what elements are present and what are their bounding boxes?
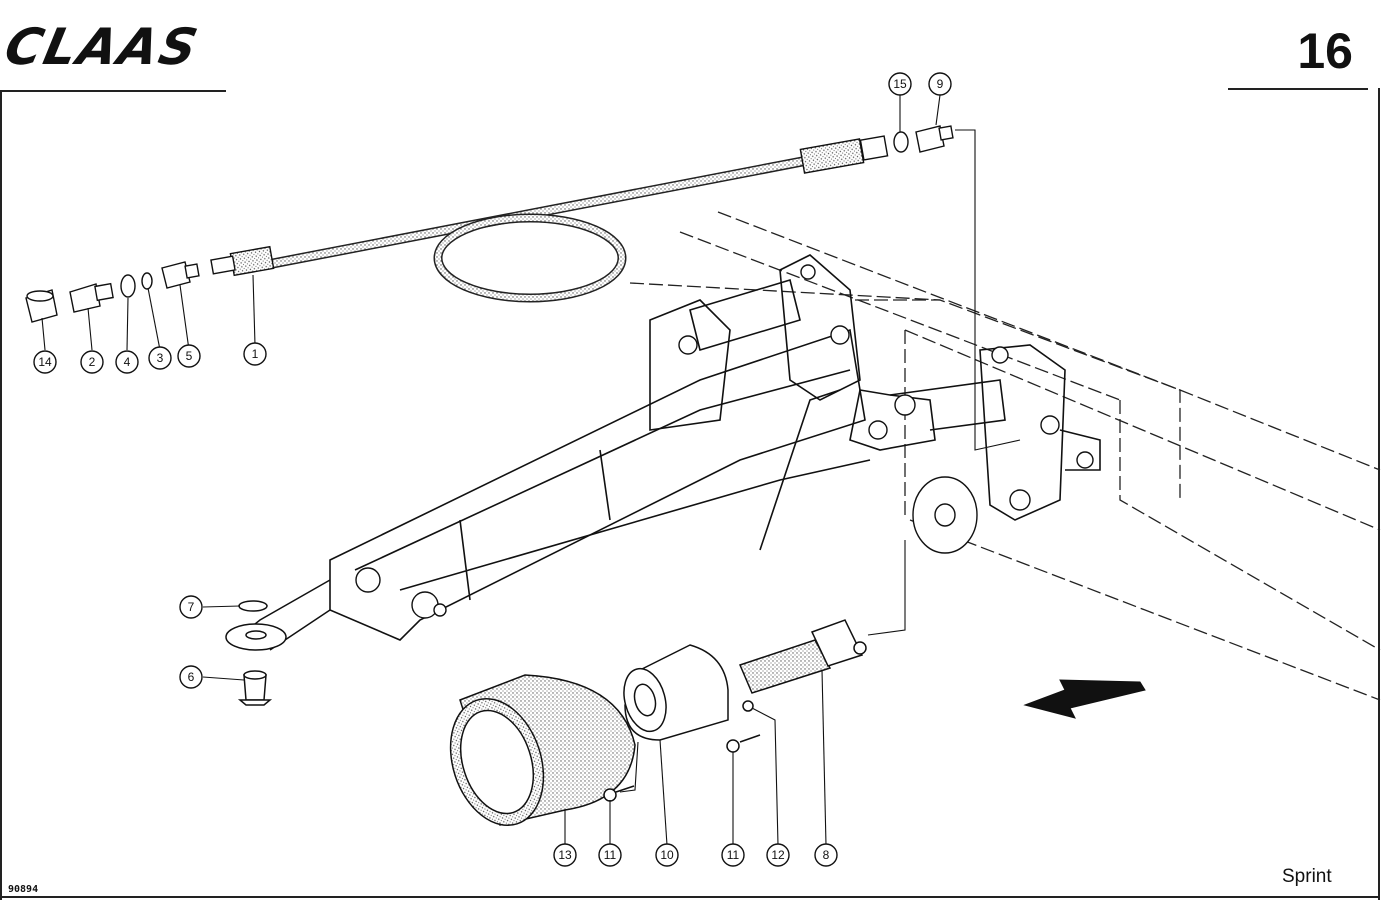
- tow-eye: [225, 579, 331, 706]
- callout-label: 13: [558, 848, 572, 862]
- callout-label: 1: [252, 347, 259, 361]
- callout-label: 10: [660, 848, 674, 862]
- callout-label: 15: [893, 77, 907, 91]
- callout-label: 5: [186, 349, 193, 363]
- callout-15: 15: [888, 72, 912, 96]
- callout-label: 14: [38, 355, 52, 369]
- drawbar: [329, 254, 1101, 641]
- callout-7: 7: [179, 595, 203, 619]
- callout-11-right: 11: [721, 843, 745, 867]
- callout-label: 4: [124, 355, 131, 369]
- callout-label: 3: [157, 351, 164, 365]
- page-number: 16: [1297, 23, 1353, 79]
- frame-bottom: [0, 896, 1380, 898]
- chassis-frame: [629, 211, 1381, 701]
- callout-9: 9: [928, 72, 952, 96]
- cable-assembly: [210, 135, 889, 303]
- model-name: Sprint: [1282, 866, 1332, 887]
- figure-id: 90894: [8, 884, 39, 895]
- callout-12: 12: [766, 843, 790, 867]
- frame-right: [1378, 88, 1380, 900]
- callout-8: 8: [814, 843, 838, 867]
- callout-14: 14: [33, 350, 57, 374]
- drawbar-bolts: [355, 264, 1094, 619]
- fittings: [25, 125, 954, 323]
- direction-arrow: [1023, 679, 1146, 719]
- callout-4: 4: [115, 350, 139, 374]
- callout-10: 10: [655, 843, 679, 867]
- callout-13: 13: [553, 843, 577, 867]
- callout-11-left: 11: [598, 843, 622, 867]
- callout-1: 1: [243, 342, 267, 366]
- callout-label: 8: [823, 848, 830, 862]
- leader-lines: [41, 94, 1021, 846]
- frame-left: [0, 90, 2, 900]
- callout-label: 11: [727, 848, 740, 862]
- callout-label: 12: [771, 848, 785, 862]
- callout-label: 2: [89, 355, 96, 369]
- callout-3: 3: [148, 346, 172, 370]
- hub-disc: [912, 476, 978, 554]
- callout-2: 2: [80, 350, 104, 374]
- shaft-assembly: [449, 619, 867, 827]
- callout-5: 5: [177, 344, 201, 368]
- callout-label: 7: [188, 600, 195, 614]
- callout-label: 11: [604, 848, 617, 862]
- callout-label: 9: [937, 77, 944, 91]
- callout-6: 6: [179, 665, 203, 689]
- header-rule-right: [1228, 88, 1368, 90]
- header-rule-left: [0, 90, 226, 92]
- callout-label: 6: [188, 670, 195, 684]
